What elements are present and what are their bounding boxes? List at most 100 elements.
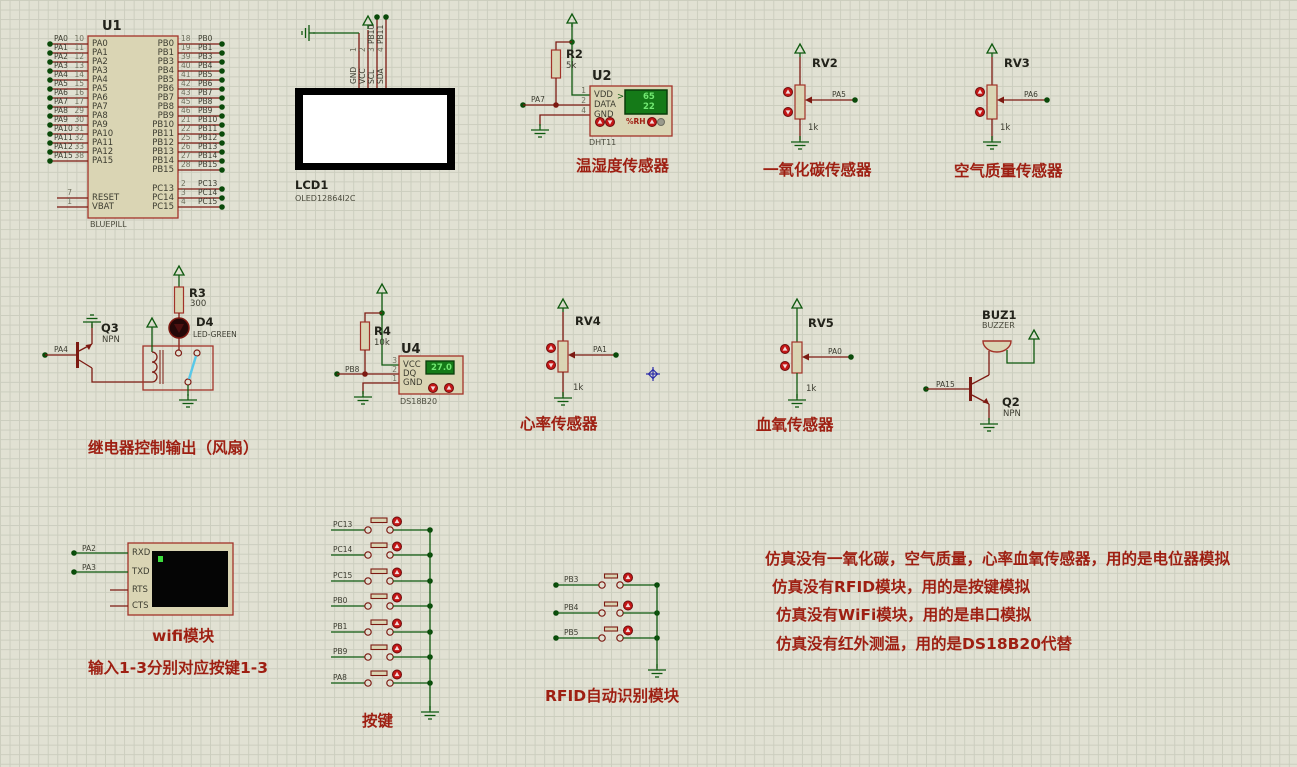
net-label: PB8 [198, 97, 213, 106]
pin-number: 15 [74, 79, 84, 88]
net-label: PA15 [54, 151, 73, 160]
wire [571, 24, 590, 96]
terminal-dot [47, 158, 53, 164]
pin-number: 1 [67, 197, 72, 206]
pin-number: 38 [74, 151, 84, 160]
terminal-dot [852, 97, 858, 103]
push-button[interactable] [370, 619, 388, 626]
pin-name: DATA [594, 100, 616, 110]
pin-name: PA10 [92, 129, 114, 139]
pin-number: 32 [74, 133, 84, 142]
up-arrow-icon [649, 119, 655, 124]
pin-name: PB12 [152, 138, 174, 148]
pin-name: SDA [376, 68, 385, 84]
push-button[interactable] [370, 670, 388, 677]
button-terminal [364, 653, 372, 661]
terminal-dot [47, 68, 53, 74]
wire [381, 297, 399, 366]
pin-name: SCL [367, 69, 376, 84]
terminal-dot [47, 86, 53, 92]
pin-number: 17 [74, 97, 84, 106]
up-arrow-icon [625, 574, 631, 580]
terminal-dot [47, 131, 53, 137]
down-arrow-icon [548, 363, 554, 368]
down-arrow-icon [977, 110, 983, 115]
pin-name: PA15 [92, 156, 114, 166]
u1-mcu-body[interactable] [87, 35, 179, 219]
pin-name: PA3 [92, 66, 108, 76]
net-label: PA7 [531, 95, 545, 104]
pin-name: PC13 [152, 184, 174, 194]
pin-number: 2 [392, 365, 397, 374]
push-button[interactable] [370, 644, 388, 651]
push-button[interactable] [603, 601, 619, 607]
button-terminal [364, 679, 372, 687]
push-button[interactable] [370, 517, 388, 524]
pin-name: PB10 [152, 120, 174, 130]
component-ref: R2 [566, 47, 583, 61]
net-label: PA5 [54, 79, 68, 88]
pin-number: 43 [181, 88, 191, 97]
terminal-dot [219, 167, 225, 173]
component-value: 1k [573, 383, 584, 393]
terminal-dot [219, 140, 225, 146]
up-arrow-icon [394, 543, 400, 549]
terminal-dot [848, 354, 854, 360]
component-value: 300 [190, 299, 207, 309]
terminal-dot [219, 68, 225, 74]
caption: 温湿度传感器 [576, 157, 670, 175]
component-ref: R4 [374, 324, 391, 338]
net-label: PA4 [54, 70, 68, 79]
ds18b20-display [425, 360, 455, 375]
component-ref: D4 [196, 315, 214, 329]
component-ref: U4 [401, 342, 421, 357]
component-model: DHT11 [589, 138, 617, 147]
terminal-dot [219, 86, 225, 92]
component-value: 1k [808, 123, 819, 133]
wire [555, 41, 572, 50]
up-arrow-icon [394, 569, 400, 575]
component-ref: RV4 [575, 314, 601, 328]
push-button[interactable] [370, 593, 388, 600]
pin-name: PA6 [92, 93, 108, 103]
push-button[interactable] [603, 573, 619, 579]
net-label: PB10 [367, 24, 376, 44]
pin-name: PB3 [157, 57, 174, 67]
pin-name: PB0 [157, 39, 174, 49]
component-model: OLED12864I2C [295, 194, 356, 203]
net-label: PC14 [333, 545, 353, 554]
temperature-value: 22 [643, 102, 655, 112]
pin-number: 3 [392, 356, 397, 365]
terminal-dot [219, 149, 225, 155]
pin-number: 2 [581, 96, 586, 105]
relay-contact [193, 349, 201, 357]
net-label: PB3 [564, 575, 579, 584]
q2-transistor[interactable] [969, 377, 972, 401]
push-button[interactable] [603, 626, 619, 632]
button-terminal [598, 634, 606, 642]
net-label: PA11 [54, 133, 73, 142]
terminal-dot [47, 41, 53, 47]
buzzer-body[interactable] [982, 340, 1012, 353]
net-label: PA6 [54, 88, 68, 97]
pin-number: 1 [349, 47, 358, 52]
relay-body[interactable] [142, 345, 214, 391]
terminal-dot [47, 59, 53, 65]
push-button[interactable] [370, 542, 388, 549]
pin-number: 39 [181, 52, 191, 61]
button-terminal [598, 581, 606, 589]
terminal-dot [47, 50, 53, 56]
pin-number: 21 [181, 115, 191, 124]
push-button[interactable] [370, 568, 388, 575]
pin-number: 4 [581, 106, 586, 115]
q3-transistor[interactable] [76, 342, 79, 368]
dht-knob[interactable] [657, 118, 665, 126]
relay-contact [174, 349, 183, 357]
pin-name: PB15 [152, 165, 174, 175]
button-terminal [598, 609, 606, 617]
net-label: PB14 [198, 151, 218, 160]
net-label: PB5 [564, 628, 579, 637]
lcd-screen [303, 95, 447, 163]
pin-name: PA7 [92, 102, 108, 112]
terminal-dot [47, 95, 53, 101]
